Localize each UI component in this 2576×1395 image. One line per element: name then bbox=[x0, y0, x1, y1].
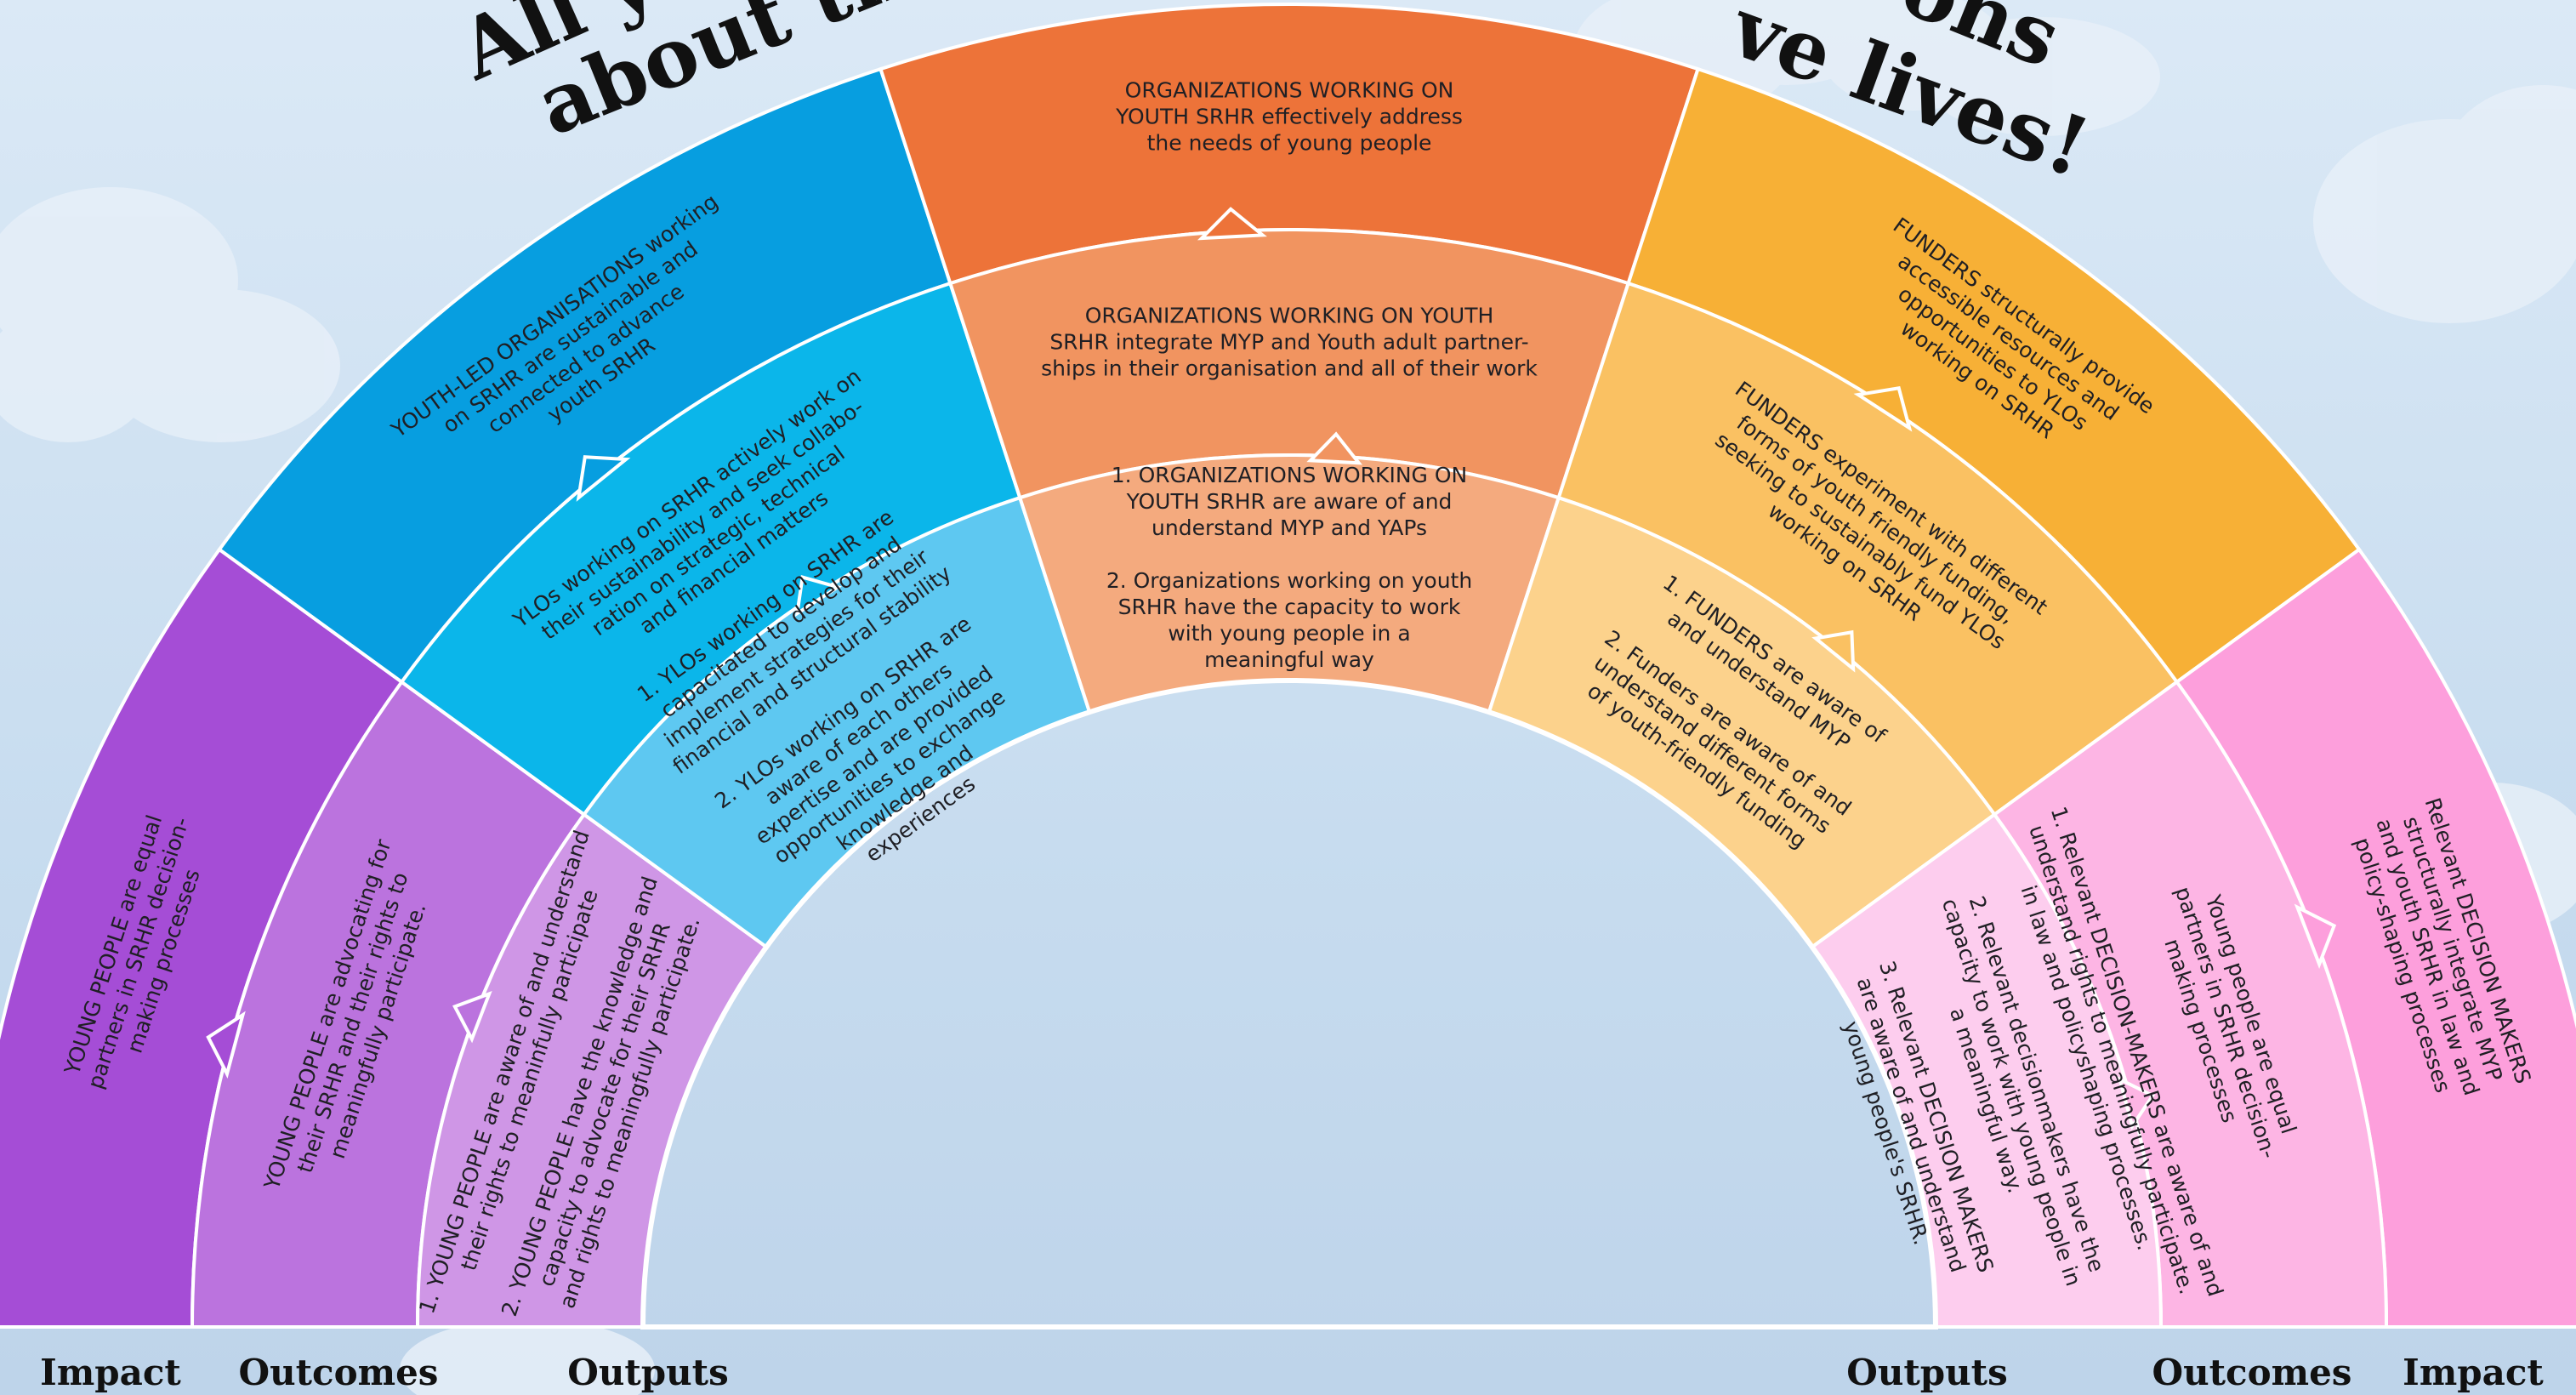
label-impact-right: Impact bbox=[2403, 1352, 2544, 1393]
text-line-organizations-outputs-1: YOUTH SRHR are aware of and bbox=[1126, 489, 1453, 514]
label-outcomes-left: Outcomes bbox=[239, 1352, 439, 1393]
text-line-organizations-outputs-4: 2. Organizations working on youth bbox=[1106, 568, 1472, 593]
label-outcomes-right: Outcomes bbox=[2152, 1352, 2352, 1393]
arrow-decision_makers-outputs bbox=[2117, 1076, 2156, 1130]
arrow-markers bbox=[206, 207, 2337, 1130]
text-line-organizations-outcomes-0: ORGANIZATIONS WORKING ON YOUTH bbox=[1085, 304, 1494, 328]
label-impact-left: Impact bbox=[40, 1352, 181, 1393]
arrow-ylos-outcomes bbox=[576, 455, 631, 502]
text-line-organizations-outputs-5: SRHR have the capacity to work bbox=[1118, 595, 1461, 619]
arrow-ylos-outputs bbox=[794, 575, 842, 618]
label-outputs-right: Outputs bbox=[1846, 1352, 2007, 1393]
arrow-young_people-outputs bbox=[452, 990, 492, 1044]
text-line-organizations-outputs-7: meaningful way bbox=[1204, 647, 1374, 672]
text-line-organizations-outputs-2: understand MYP and YAPs bbox=[1152, 515, 1427, 540]
text-line-organizations-impact-1: YOUTH SRHR effectively address bbox=[1115, 105, 1463, 129]
text-line-organizations-outcomes-2: ships in their organisation and all of t… bbox=[1041, 356, 1538, 381]
center-disk-outline bbox=[640, 678, 1939, 1330]
text-line-organizations-outcomes-1: SRHR integrate MYP and Youth adult partn… bbox=[1049, 330, 1528, 355]
bottom-labels: Impact Outcomes Outputs Outputs Outcomes… bbox=[40, 1352, 2544, 1393]
arrow-organizations-outcomes bbox=[1197, 207, 1267, 241]
arrow-young_people-outcomes bbox=[206, 1011, 246, 1079]
text-line-organizations-outputs-6: with young people in a bbox=[1168, 621, 1410, 646]
arrow-funders-outputs bbox=[1811, 629, 1856, 673]
text-line-organizations-impact-2: the needs of young people bbox=[1147, 131, 1432, 156]
label-outputs-left: Outputs bbox=[567, 1352, 728, 1393]
arrow-funders-outcomes bbox=[1853, 386, 1913, 432]
rainbow-rings bbox=[0, 3, 2576, 1330]
arrow-decision_makers-outcomes bbox=[2294, 903, 2337, 970]
arrow-organizations-outputs bbox=[1306, 431, 1363, 465]
text-line-organizations-outputs-0: 1. ORGANIZATIONS WORKING ON bbox=[1112, 463, 1467, 487]
text-line-organizations-impact-0: ORGANIZATIONS WORKING ON bbox=[1125, 78, 1454, 103]
